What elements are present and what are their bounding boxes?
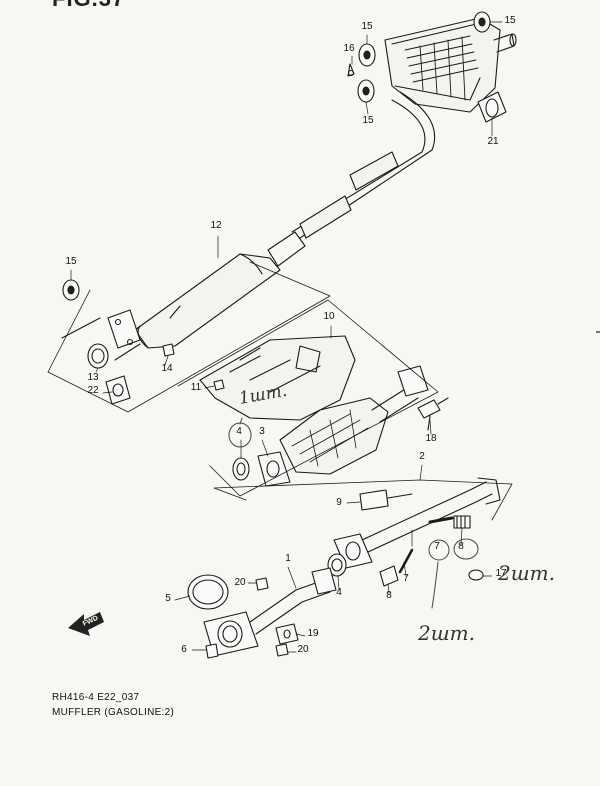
heat-shield-10 [199, 335, 356, 421]
callout-15: 15 [362, 115, 374, 126]
center-pipe-12 [61, 91, 436, 361]
gasket-13 [87, 343, 109, 369]
callout-4: 4 [236, 426, 242, 437]
callout-15: 15 [361, 21, 373, 32]
front-pipe-2 [333, 477, 501, 569]
bracket-9 [359, 489, 413, 511]
rubber-mount-15-top-right [473, 11, 491, 33]
stud-bolt-7-lower [398, 548, 414, 574]
callout-7: 7 [403, 573, 409, 584]
group-outline-front-pipe [213, 479, 513, 521]
callout-2: 2 [419, 451, 425, 462]
callout-16: 16 [343, 43, 355, 54]
callout-4: 4 [336, 587, 342, 598]
callout-7: 7 [434, 541, 440, 552]
handwritten-note-2a: 2шт. [497, 561, 555, 585]
callout-12: 12 [210, 220, 222, 231]
group-outline-converter [177, 299, 439, 497]
callout-15: 15 [504, 15, 516, 26]
bolt-20-upper [255, 577, 269, 591]
callout-6: 6 [181, 644, 187, 655]
callout-14: 14 [161, 363, 173, 374]
callout-15: 15 [65, 256, 77, 267]
group-outline-center-pipe [47, 261, 331, 413]
catalytic-converter-3 [257, 365, 429, 487]
rubber-mount-15-top-left [358, 43, 376, 67]
callout-18: 18 [425, 433, 437, 444]
callout-3: 3 [259, 426, 265, 437]
bolt-20-lower [275, 643, 289, 657]
rubber-mount-15-left [62, 279, 80, 301]
callout-21: 21 [487, 136, 499, 147]
fwd-arrow-icon: FWD [68, 612, 104, 636]
callout-10: 10 [323, 311, 335, 322]
callout-22: 22 [87, 385, 99, 396]
mount-bracket-21 [477, 91, 507, 123]
oxygen-sensor-18 [417, 397, 449, 431]
diagram-code: RH416-4 E22_037 [52, 692, 140, 703]
gasket-5 [187, 574, 229, 610]
handwritten-circles [228, 417, 479, 609]
handwritten-note-2b: 2шт. [417, 621, 475, 645]
exhaust-pipe-1 [203, 567, 337, 657]
callout-5: 5 [165, 593, 171, 604]
gasket-4-upper [232, 457, 250, 481]
figure-number-fragment: FIG.37 [52, 0, 125, 12]
nut-14 [162, 343, 175, 357]
callout-11: 11 [191, 382, 202, 393]
gasket-22 [105, 375, 131, 405]
callout-1: 1 [285, 553, 291, 564]
spring-8-upper [453, 515, 471, 529]
nut-6 [205, 643, 219, 659]
callout-8: 8 [458, 541, 464, 552]
rubber-mount-15-lower [357, 79, 375, 103]
callout-20: 20 [297, 644, 309, 655]
spring-8-lower [379, 565, 399, 587]
callout-19: 19 [307, 628, 319, 639]
callout-8: 8 [386, 590, 392, 601]
callout-9: 9 [336, 497, 342, 508]
leader-lines [70, 21, 503, 653]
callout-17: 17 [495, 568, 507, 579]
nut-17 [468, 569, 484, 581]
stud-bolt-7-upper [428, 516, 454, 524]
nut-11 [213, 379, 225, 391]
callout-20: 20 [234, 577, 246, 588]
callout-13: 13 [87, 372, 99, 383]
diagram-title: MUFFLER (GASOLINE:2) [52, 707, 175, 718]
bracket-19 [275, 623, 299, 645]
bolt-16 [347, 63, 355, 77]
gasket-4-lower [327, 553, 347, 577]
